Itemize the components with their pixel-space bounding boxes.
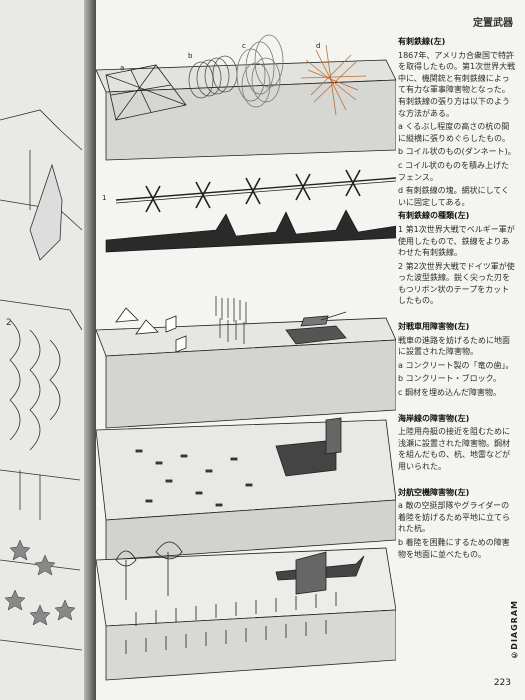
anti-aircraft-panel xyxy=(96,541,396,681)
right-page: 定置武器 a xyxy=(96,0,525,700)
section-heading: 海岸線の障害物(左) xyxy=(398,413,470,423)
page-title: 定置武器 xyxy=(473,18,513,29)
beach-obstacles-panel xyxy=(96,417,396,561)
figure-label-a: a xyxy=(120,64,124,72)
section-text: a 敵の空挺部隊やグライダーの着陸を妨げるため平地に立てられた杭。 xyxy=(398,501,510,534)
left-figure-label: 2 xyxy=(6,318,12,328)
left-page-illustration xyxy=(0,109,83,651)
section-text: 上陸用舟艇の接近を阻むために浅瀬に設置された障害物。鋼材を組んだもの、杭、地雷な… xyxy=(398,427,510,471)
section-text: b コンクリート・ブロック。 xyxy=(398,374,501,384)
figure-label-b: b xyxy=(188,52,193,60)
section-heading: 対航空機障害物(左) xyxy=(398,487,470,497)
section-text: a コンクリート製の「竜の歯」。 xyxy=(398,360,514,370)
figure-label-c: c xyxy=(242,42,246,50)
left-page: 2 xyxy=(0,0,92,700)
section-text: 1 第1次世界大戦でベルギー軍が使用したもので、鉄線をよりあわせた有刺鉄線。 xyxy=(398,224,515,258)
barbed-wire-panel xyxy=(96,34,396,161)
section-text: 1867年、アメリカ合衆国で特許を取得したもの。第1次世界大戦中に、機関銃と有刺… xyxy=(398,50,516,118)
section-text: a くるぶし程度の高さの杭の間に縦横に張りめぐらしたもの。 xyxy=(398,122,510,143)
section-text: c 鋼材を埋め込んだ障害物。 xyxy=(398,388,501,398)
book-gutter xyxy=(84,0,98,700)
text-column: 有刺鉄線(左) 1867年、アメリカ合衆国で特許を取得したもの。第1次世界大戦中… xyxy=(398,36,516,562)
section-text: b 着陸を困難にするための障害物を地面に並べたもの。 xyxy=(398,537,510,559)
razor-ribbon xyxy=(105,209,396,253)
section-text: b コイル状のもの(ダンネート)。 xyxy=(398,147,516,157)
section-heading: 有刺鉄線の種類(左) xyxy=(398,211,470,221)
publisher-credit: ©DIAGRAM xyxy=(510,600,519,660)
barbed-wire-types-panel xyxy=(115,169,396,213)
obstacle-illustrations: a b c d 1 xyxy=(96,34,396,681)
section-text: d 有刺鉄線の塊。網状にしてくいに固定してある。 xyxy=(398,186,510,207)
section-heading: 有刺鉄線(左) xyxy=(398,37,446,46)
section-text: c コイル状のものを積み上げたフェンス。 xyxy=(398,160,509,182)
section-text: 戦車の進路を妨げるために地面に設置された障害物。 xyxy=(398,335,510,357)
anti-tank-panel xyxy=(96,296,396,429)
section-text: 2 第2次世界大戦でドイツ軍が使った波型鉄線。鋭く尖った刃をもつリボン状のテープ… xyxy=(398,261,515,306)
page-number: 223 xyxy=(493,678,511,688)
section-heading: 対戦車用障害物(左) xyxy=(398,322,470,332)
figure-label-d: d xyxy=(316,42,320,50)
figure-label-1: 1 xyxy=(102,194,106,202)
